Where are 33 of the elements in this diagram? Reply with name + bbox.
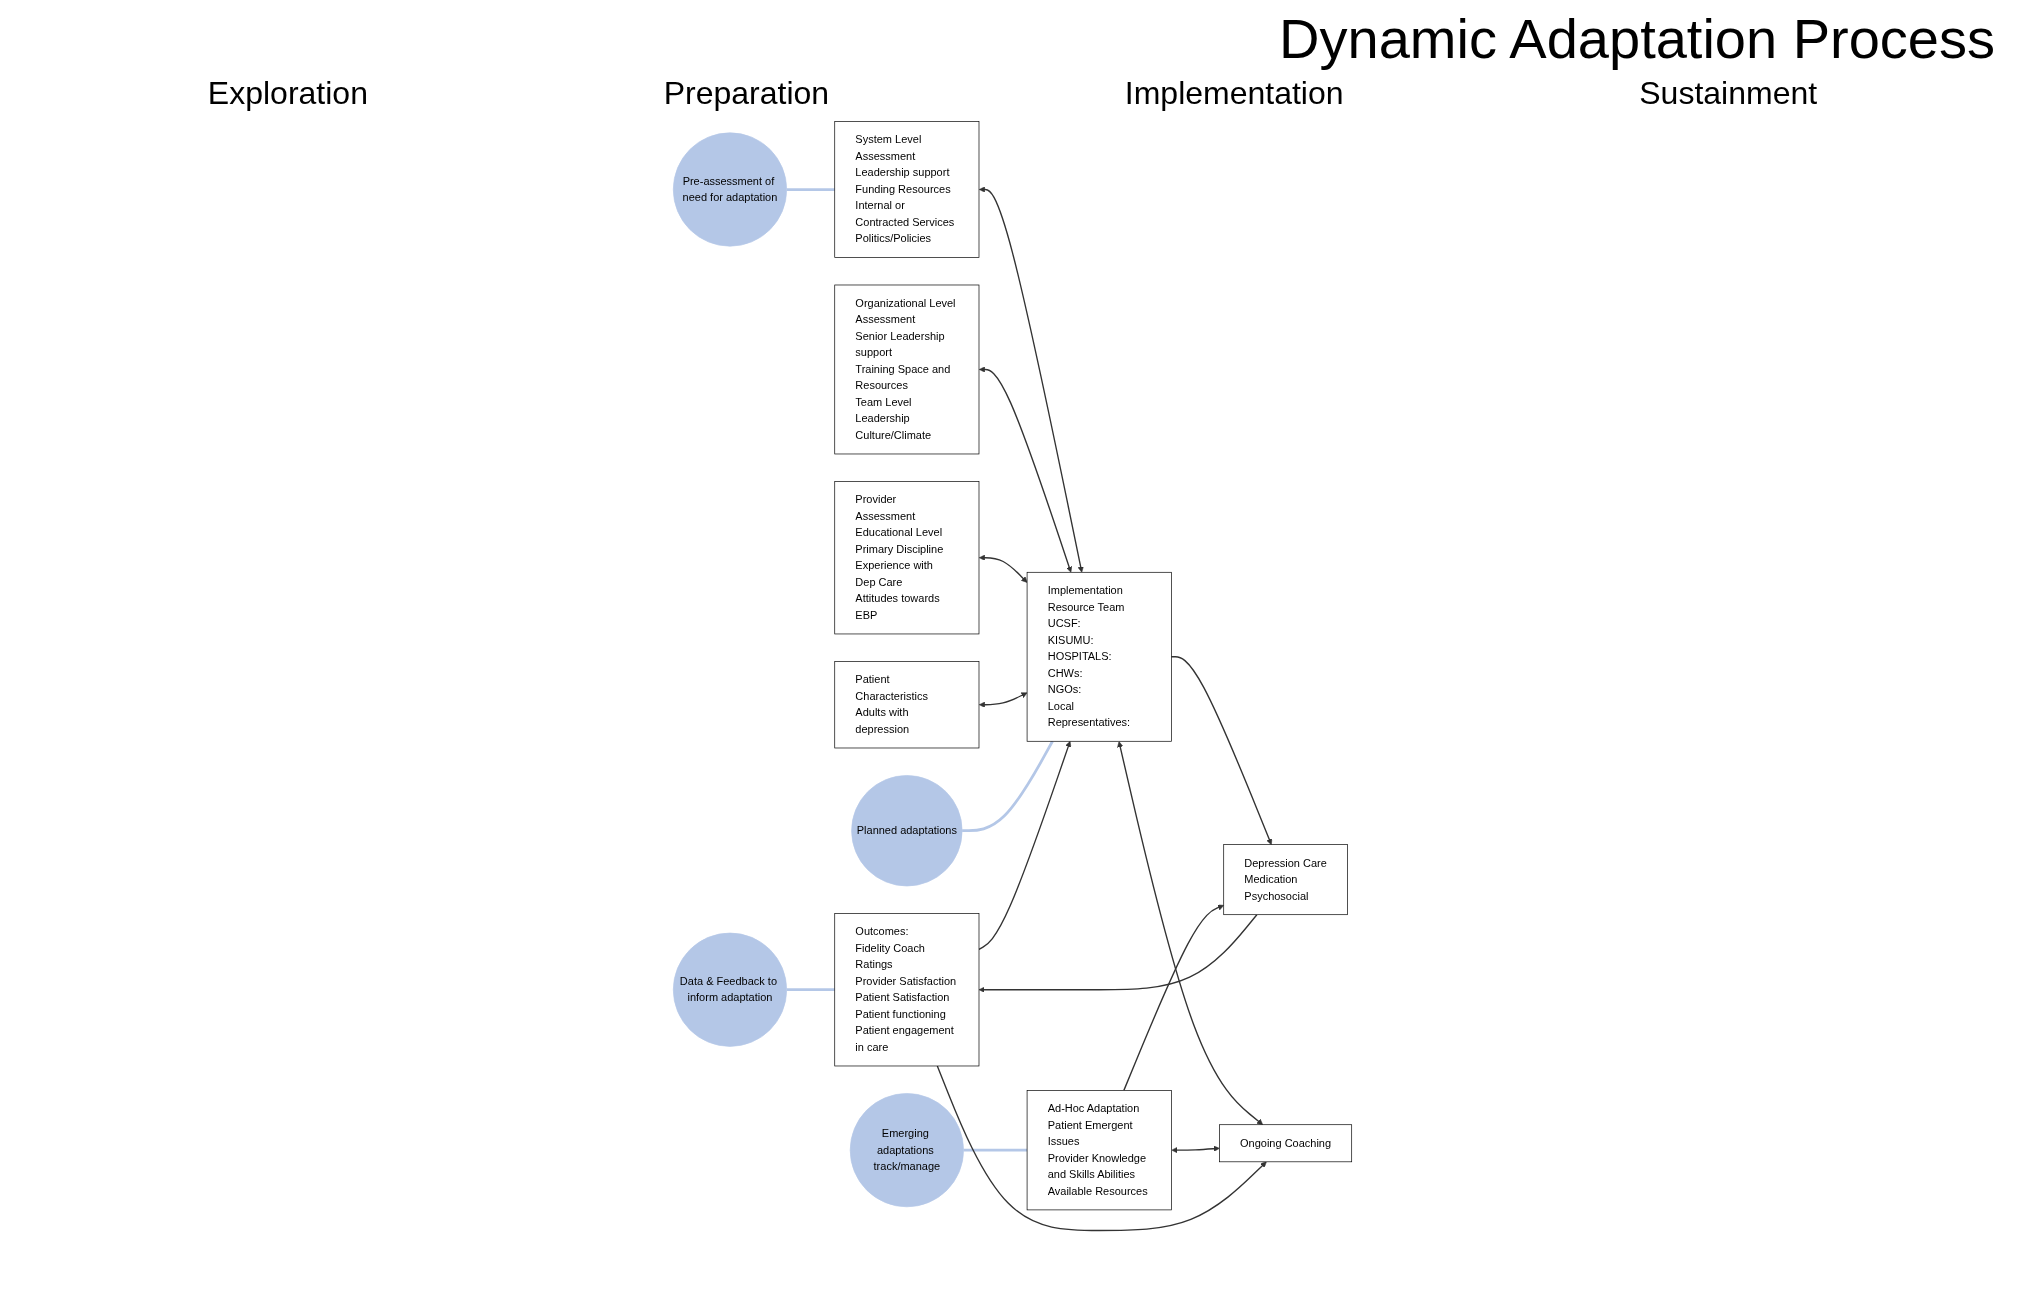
node-box: Provider Assessment Educational Level Primary Discipline Experience with Dep Care Attitudes towards EBP — [834, 481, 980, 635]
phase-heading: Preparation — [663, 75, 830, 112]
node-box: Depression Care Medication Psychosocial — [1223, 844, 1348, 916]
node-box: Ongoing Coaching — [1219, 1124, 1353, 1163]
arrow — [1170, 656, 1273, 845]
arrow — [979, 554, 1028, 583]
node-box: Ad-Hoc Adaptation Patient Emergent Issues Provider Knowledge and Skills Abilities Available Resources — [1026, 1090, 1172, 1211]
node-circle: Planned adaptations — [851, 775, 963, 887]
arrow — [978, 914, 1258, 993]
node-box: Implementation Resource Team UCSF: KISUMU: HOSPITALS: CHWs: NGOs: Local Representatives: — [1026, 571, 1172, 742]
arrow — [936, 1065, 1267, 1232]
node-circle: Emerging adaptations track/manage — [849, 1093, 964, 1208]
arrow — [1123, 904, 1224, 1092]
node-circle: Pre-assessment of need for adaptation — [672, 132, 787, 247]
connector — [962, 740, 1054, 833]
phase-heading: Implementation — [1124, 75, 1344, 112]
node-box: Organizational Level Assessment Senior Leadership support Training Space and Resources Team Level Leadership Culture/Climate — [834, 284, 980, 455]
node-box: System Level Assessment Leadership support Funding Resources Internal or Contracted Services Politics/Policies — [834, 121, 980, 258]
node-box: Patient Characteristics Adults with depression — [834, 661, 980, 749]
arrow — [979, 186, 1084, 573]
connector — [786, 988, 835, 992]
connector — [786, 188, 835, 191]
arrow — [1117, 741, 1264, 1125]
node-box: Outcomes: Fidelity Coach Ratings Provider Satisfaction Patient Satisfaction Patient functioning Patient engagement in care — [834, 913, 980, 1067]
arrow — [979, 366, 1073, 573]
arrow — [1171, 1145, 1220, 1154]
phase-heading: Sustainment — [1639, 75, 1818, 112]
arrow — [978, 741, 1072, 950]
diagram-title: Dynamic Adaptation Process — [1278, 6, 1996, 71]
phase-heading: Exploration — [207, 75, 368, 112]
connector — [963, 1148, 1028, 1152]
node-circle: Data & Feedback to inform adaptation — [672, 932, 787, 1047]
arrow — [979, 692, 1028, 708]
